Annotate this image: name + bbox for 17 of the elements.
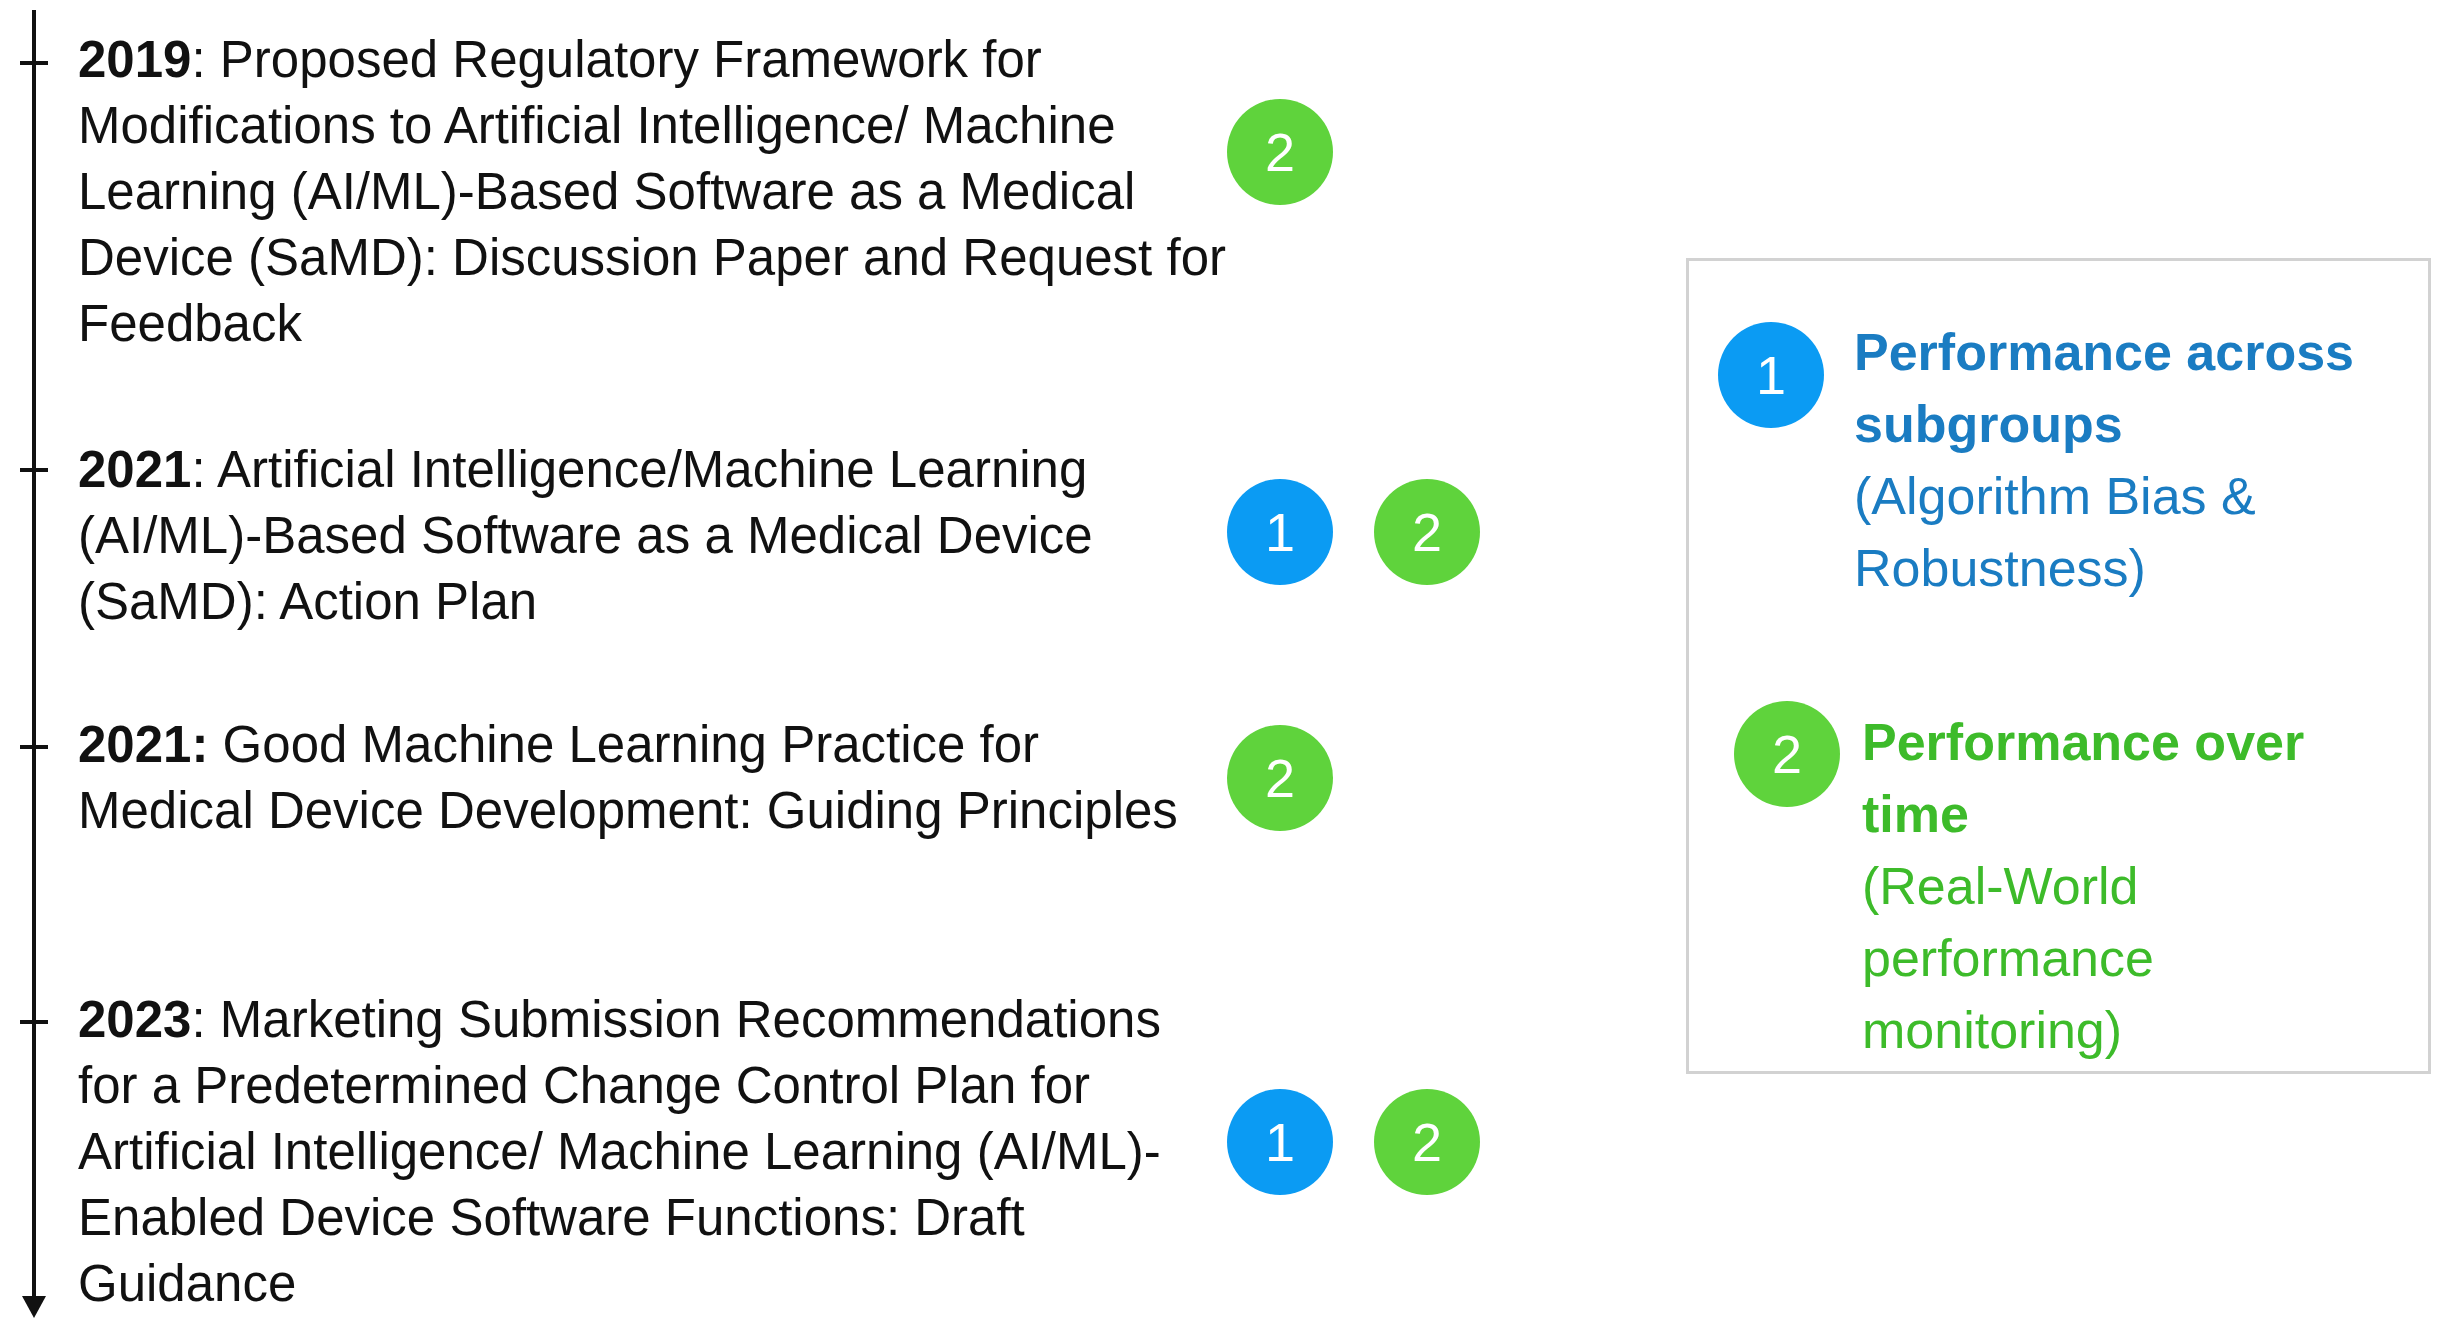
timeline-entry: 2023: Marketing Submission Recommendations for a Predetermined Change Control Plan for Artificial Intelligence/ Machine Learning (AI/ML)-Enabled Device Software Functions: Draft Guidance bbox=[78, 990, 1162, 1314]
number-badge: 1 bbox=[1718, 322, 1824, 428]
number-badge: 2 bbox=[1734, 701, 1840, 807]
number-badge: 1 bbox=[1227, 1089, 1333, 1195]
number-badge: 2 bbox=[1374, 1089, 1480, 1195]
timeline-entry: 2021: Artificial Intelligence/Machine Learning (AI/ML)-Based Software as a Medical Device (SaMD): Action Plan bbox=[78, 440, 1094, 632]
number-badge: 2 bbox=[1227, 725, 1333, 831]
number-badge: 2 bbox=[1374, 479, 1480, 585]
number-badge: 2 bbox=[1227, 99, 1333, 205]
timeline-entry: 2019: Proposed Regulatory Framework for Modifications to Artificial Intelligence/ Machine Learning (AI/ML)-Based Software as a Medical Device (SaMD): Discussion Paper and Request for Feedback bbox=[78, 30, 1227, 354]
legend-heading: Performance across subgroups bbox=[1854, 322, 2356, 455]
timeline-entry: 2021: Good Machine Learning Practice for Medical Device Development: Guiding Principles bbox=[78, 715, 1179, 841]
legend-description: (Real-World performance monitoring) bbox=[1862, 856, 2155, 1061]
number-badge: 1 bbox=[1227, 479, 1333, 585]
legend-panel bbox=[1686, 258, 2431, 1074]
legend-description: (Algorithm Bias & Robustness) bbox=[1854, 466, 2257, 599]
legend-heading: Performance over time bbox=[1862, 712, 2306, 845]
